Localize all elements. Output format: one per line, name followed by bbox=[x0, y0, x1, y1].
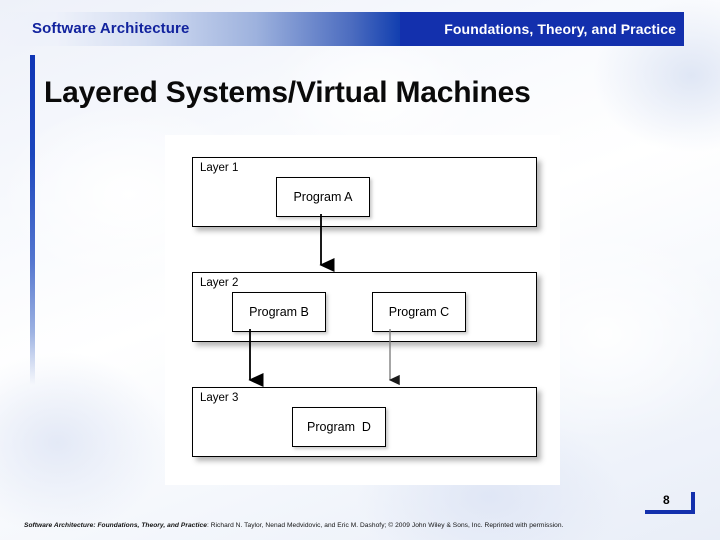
program-box-c: Program C bbox=[372, 292, 466, 332]
page-number: 8 bbox=[663, 493, 670, 507]
footer-credit: : Richard N. Taylor, Nenad Medvidovic, a… bbox=[206, 522, 564, 529]
header-subtitle: Foundations, Theory, and Practice bbox=[444, 21, 676, 37]
layer-box-2: Layer 2 Program B Program C bbox=[192, 272, 537, 342]
slide-header: Software Architecture Foundations, Theor… bbox=[0, 12, 684, 46]
page-title: Layered Systems/Virtual Machines bbox=[44, 76, 531, 109]
layer-box-3: Layer 3 Program D bbox=[192, 387, 537, 457]
page-number-side-bar bbox=[691, 492, 695, 514]
layer-box-1: Layer 1 Program A bbox=[192, 157, 537, 227]
header-left-band bbox=[0, 12, 400, 46]
program-a-label: Program A bbox=[293, 190, 353, 204]
page-number-block: 8 bbox=[645, 492, 695, 514]
header-right-band bbox=[400, 12, 684, 46]
program-d-label: Program D bbox=[307, 420, 371, 434]
layered-architecture-diagram: Layer 1 Program A Layer 2 Program B Prog… bbox=[165, 135, 560, 485]
copyright-footer: Software Architecture: Foundations, Theo… bbox=[24, 522, 704, 529]
layer-3-label: Layer 3 bbox=[200, 392, 239, 404]
layer-1-label: Layer 1 bbox=[200, 162, 239, 174]
layer-2-label: Layer 2 bbox=[200, 277, 239, 289]
program-c-label: Program C bbox=[388, 305, 450, 319]
footer-book-title: Software Architecture: Foundations, Theo… bbox=[24, 522, 207, 529]
page-number-underline bbox=[645, 510, 695, 514]
program-box-a: Program A bbox=[276, 177, 370, 217]
program-b-label: Program B bbox=[249, 305, 309, 319]
program-box-b: Program B bbox=[232, 292, 326, 332]
program-box-d: Program D bbox=[292, 407, 386, 447]
header-brand-title: Software Architecture bbox=[32, 20, 190, 37]
vertical-accent-bar bbox=[30, 55, 35, 385]
